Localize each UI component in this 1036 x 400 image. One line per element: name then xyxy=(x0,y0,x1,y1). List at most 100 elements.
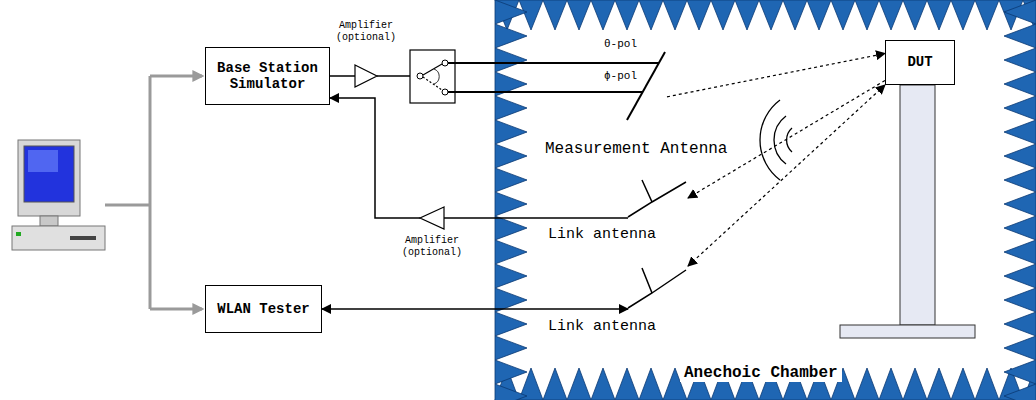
wlan-tester-box: WLAN Tester xyxy=(205,285,322,333)
absorber-cone xyxy=(1004,168,1036,192)
absorber-cone xyxy=(495,360,527,384)
dut-box: DUT xyxy=(885,40,955,85)
absorber-cone xyxy=(495,264,527,288)
absorber-cone xyxy=(1004,72,1036,96)
link-antenna: Link antenna xyxy=(628,266,688,309)
absorber-cone xyxy=(1004,48,1036,72)
amplifier-symbol: Amplifier (optional) xyxy=(420,207,444,229)
absorber-cone xyxy=(495,336,527,360)
absorber-cone xyxy=(951,368,975,400)
absorber-cone xyxy=(1004,24,1036,48)
absorber-cone xyxy=(1004,192,1036,216)
anechoic-chamber-label: Anechoic Chamber xyxy=(680,364,842,382)
absorber-cone xyxy=(879,0,903,30)
absorber-cone xyxy=(1004,264,1036,288)
absorber-band xyxy=(495,0,1036,400)
absorber-cone xyxy=(1004,120,1036,144)
absorber-cone xyxy=(1004,240,1036,264)
absorber-cone xyxy=(495,144,527,168)
amplifier-symbol-outline xyxy=(420,207,444,229)
measurement-antenna-outline xyxy=(625,50,667,122)
amplifier-symbol-outline xyxy=(355,65,377,87)
absorber-cone xyxy=(495,384,527,400)
absorber-cone xyxy=(927,0,951,30)
absorber-cone xyxy=(759,0,783,30)
absorber-cone xyxy=(783,0,807,30)
absorber-cone xyxy=(1004,288,1036,312)
link-antenna: Link antenna xyxy=(628,178,688,218)
absorber-cone xyxy=(495,120,527,144)
amplifier-symbol: Amplifier (optional) xyxy=(355,65,377,87)
base-station-box: Base Station Simulator xyxy=(205,47,330,105)
absorber-cone xyxy=(855,0,879,30)
computer-icon xyxy=(12,140,105,250)
absorber-cone xyxy=(903,368,927,400)
absorber-cone xyxy=(711,0,735,30)
absorber-cone xyxy=(807,0,831,30)
absorber-cone xyxy=(1004,144,1036,168)
absorber-cone xyxy=(903,0,927,30)
absorber-cone xyxy=(543,368,567,400)
rf-cable xyxy=(322,308,628,310)
absorber-cone xyxy=(495,192,527,216)
absorber-cone xyxy=(615,368,639,400)
absorber-cone xyxy=(735,0,759,30)
polarization-feed xyxy=(448,63,659,92)
absorber-cone xyxy=(975,0,999,30)
absorber-cone xyxy=(1004,216,1036,240)
control-bus xyxy=(105,76,202,309)
absorber-cone xyxy=(495,24,527,48)
absorber-cone xyxy=(639,368,663,400)
rf-switch xyxy=(410,50,455,103)
absorber-cone xyxy=(1004,336,1036,360)
absorber-cone xyxy=(855,368,879,400)
absorber-cone xyxy=(687,0,711,30)
polarization-label: ϕ-pol xyxy=(604,70,637,82)
absorber-cone xyxy=(495,0,527,24)
absorber-cone xyxy=(543,0,567,30)
link-antenna-outline xyxy=(628,266,688,309)
radio-link xyxy=(688,81,885,199)
dut-box-label: DUT xyxy=(903,54,936,70)
polarization-label: θ-pol xyxy=(604,38,637,50)
absorber-cone xyxy=(591,368,615,400)
absorber-cone xyxy=(495,48,527,72)
anechoic-chamber: Anechoic Chamber Measurement AntennaLink … xyxy=(495,0,1036,400)
absorber-cone xyxy=(663,0,687,30)
link-antenna-label: Link antenna xyxy=(548,226,656,243)
absorber-cone xyxy=(927,368,951,400)
rf-cable xyxy=(330,98,420,218)
absorber-cone xyxy=(495,168,527,192)
absorber-cone xyxy=(879,368,903,400)
absorber-cone xyxy=(615,0,639,30)
absorber-cone xyxy=(567,0,591,30)
absorber-cone xyxy=(495,96,527,120)
absorber-cone xyxy=(519,0,543,30)
base-station-box-label: Base Station Simulator xyxy=(206,60,329,92)
link-antenna-label: Link antenna xyxy=(548,318,656,335)
absorber-cone xyxy=(495,312,527,336)
absorber-cone xyxy=(495,216,527,240)
absorber-cone xyxy=(1004,312,1036,336)
link-antenna-outline xyxy=(628,178,688,218)
rf-cable xyxy=(444,217,628,219)
absorber-cone xyxy=(495,240,527,264)
wlan-tester-box-label: WLAN Tester xyxy=(213,301,313,317)
radio-link xyxy=(688,85,885,266)
amplifier-symbol-label: Amplifier (optional) xyxy=(334,20,398,43)
amplifier-symbol-label: Amplifier (optional) xyxy=(400,235,464,258)
absorber-cone xyxy=(831,0,855,30)
measurement-antenna-label: Measurement Antenna xyxy=(545,140,727,158)
absorber-cone xyxy=(639,0,663,30)
absorber-cone xyxy=(1004,384,1036,400)
absorber-cone xyxy=(951,0,975,30)
absorber-cone xyxy=(975,368,999,400)
absorber-cone xyxy=(1004,0,1036,24)
rf-cable xyxy=(330,75,355,77)
absorber-cone xyxy=(567,368,591,400)
radio-link xyxy=(667,54,885,97)
measurement-antenna: Measurement Antenna xyxy=(625,50,667,122)
absorber-cone xyxy=(591,0,615,30)
